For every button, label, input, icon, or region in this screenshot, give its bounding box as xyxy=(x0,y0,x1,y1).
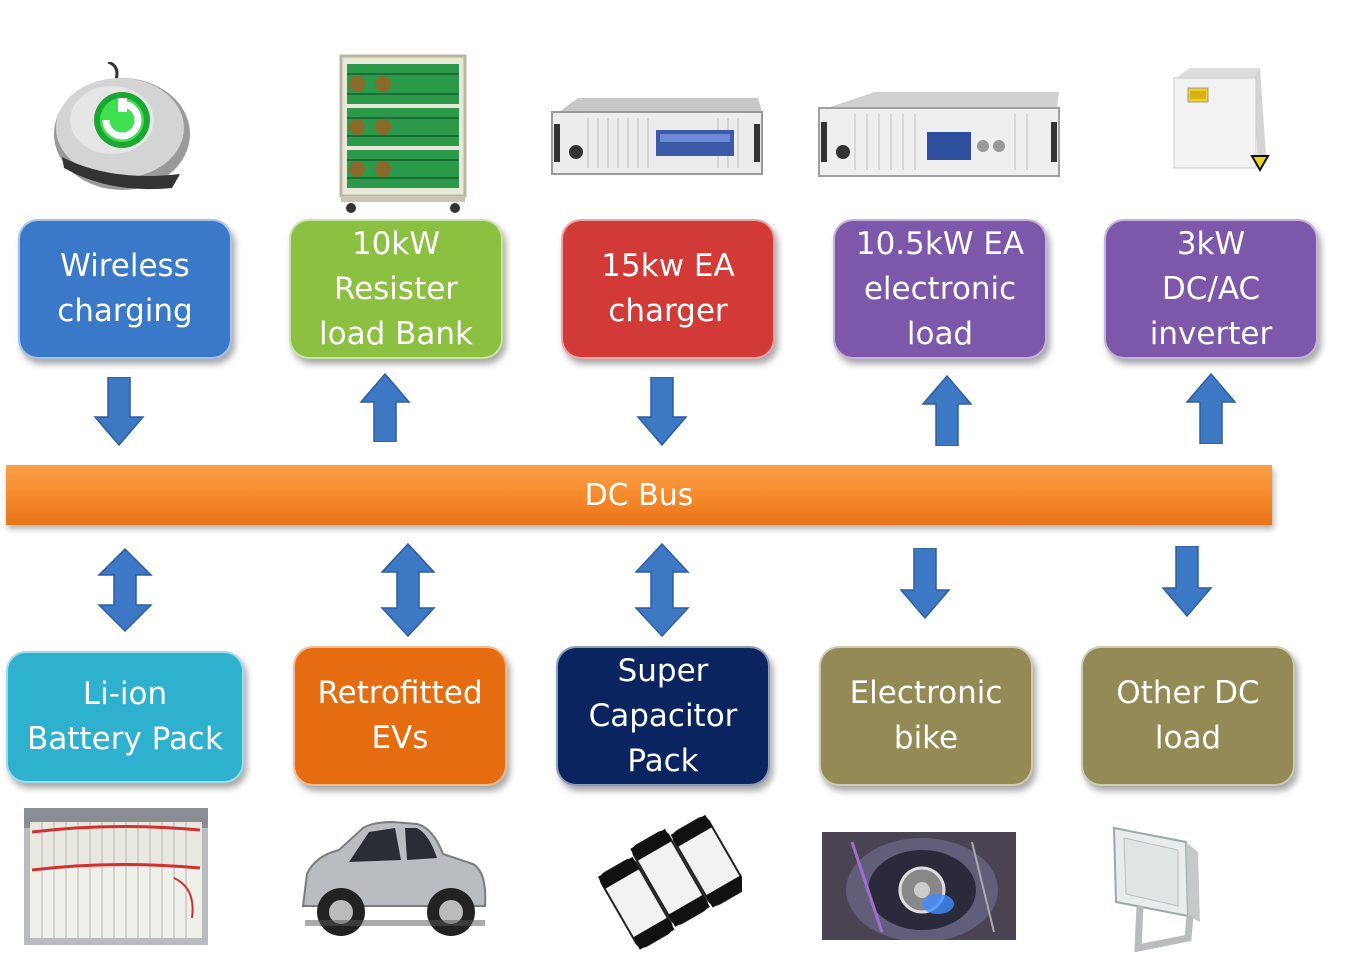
dc-bus: DC Bus xyxy=(6,465,1272,525)
super-capacitor-box: Super Capacitor Pack xyxy=(556,646,770,786)
electronic-bike-icon xyxy=(822,832,1016,940)
inverter-box: 3kW DC/AC inverter xyxy=(1104,219,1318,359)
arrow-up-2 xyxy=(359,372,411,442)
arrow-down-6 xyxy=(899,548,951,620)
resister-load-bank-box: 10kW Resister load Bank xyxy=(289,219,503,359)
electronic-load-box: 10.5kW EA electronic load xyxy=(833,219,1047,359)
inverter-icon xyxy=(1173,68,1270,173)
arrow-bidirectional-2 xyxy=(380,542,436,638)
ea-charger-label: 15kw EA charger xyxy=(601,248,735,329)
retrofitted-evs-label: Retrofitted EVs xyxy=(317,675,483,756)
floodlight-icon xyxy=(1112,826,1200,952)
arrow-down-7 xyxy=(1161,546,1213,618)
battery-pack-icon xyxy=(24,808,208,945)
arrow-down-1 xyxy=(93,377,145,447)
inverter-label: 3kW DC/AC inverter xyxy=(1149,225,1273,352)
arrow-bidirectional-3 xyxy=(634,542,690,638)
electronic-bike-box: Electronic bike xyxy=(819,646,1033,786)
arrow-up-4 xyxy=(921,374,973,446)
resister-load-bank-label: 10kW Resister load Bank xyxy=(319,225,473,352)
electronic-load-label: 10.5kW EA electronic load xyxy=(855,225,1025,352)
li-ion-battery-box: Li-ion Battery Pack xyxy=(6,651,244,783)
arrow-up-5 xyxy=(1185,372,1237,444)
retrofitted-evs-box: Retrofitted EVs xyxy=(293,646,507,786)
dc-bus-label: DC Bus xyxy=(584,477,694,513)
electronic-bike-label: Electronic bike xyxy=(849,675,1003,756)
super-capacitor-label: Super Capacitor Pack xyxy=(588,652,738,779)
supercapacitor-icon xyxy=(597,814,742,950)
ea-charger-box: 15kw EA charger xyxy=(561,219,775,359)
arrow-down-3 xyxy=(636,377,688,447)
wireless-charging-box: Wireless charging xyxy=(18,219,232,359)
arrow-bidirectional-1 xyxy=(97,547,153,633)
other-dc-load-label: Other DC load xyxy=(1116,675,1260,756)
wireless-charger-icon xyxy=(54,62,190,190)
other-dc-load-box: Other DC load xyxy=(1081,646,1295,786)
resistor-load-bank-icon xyxy=(339,54,467,213)
electric-car-icon xyxy=(301,820,487,936)
wireless-charging-label: Wireless charging xyxy=(57,248,193,329)
electronic-load-icon xyxy=(818,92,1060,177)
li-ion-battery-label: Li-ion Battery Pack xyxy=(27,676,223,757)
ea-charger-icon xyxy=(551,98,763,175)
